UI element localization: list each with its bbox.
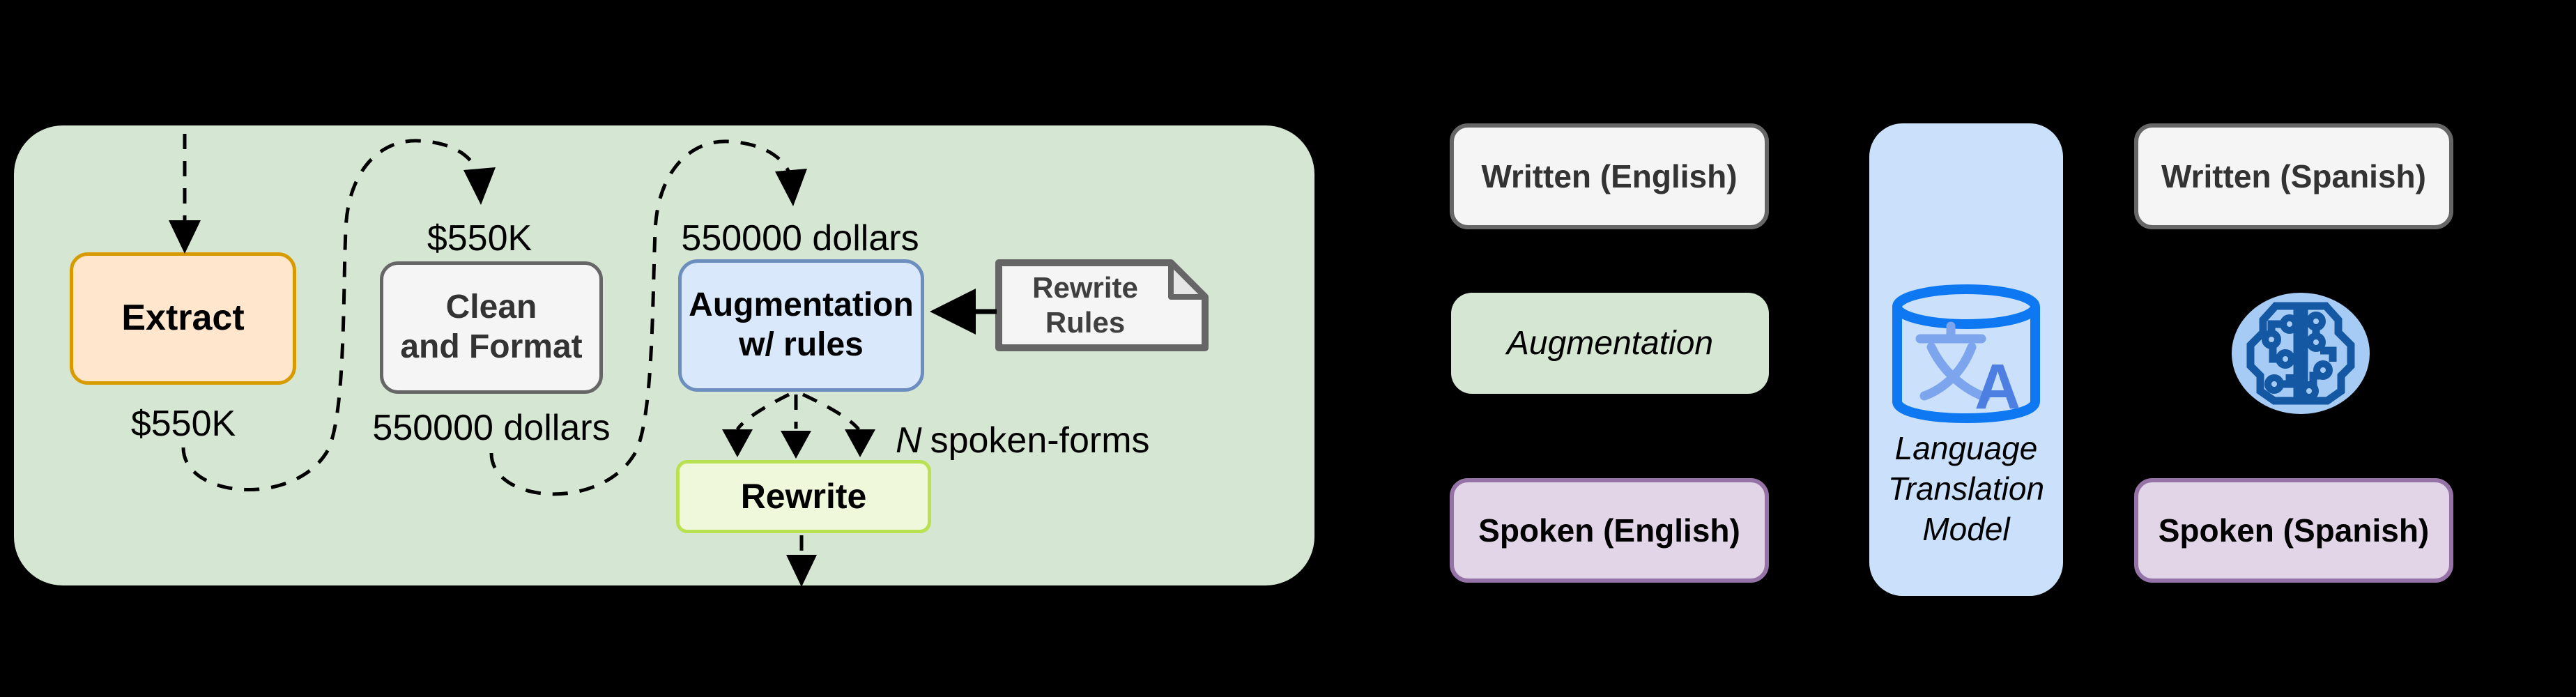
label-clean-input: $550K: [427, 218, 532, 259]
brain-node-8: [2299, 381, 2319, 401]
translation-cylinder-icon: A: [1892, 284, 2040, 423]
box-written-spanish-label: Written (Spanish): [2161, 158, 2426, 194]
label-clean-output: 550000 dollars: [372, 408, 611, 448]
rewrite-rules-doc-shape: [995, 259, 1209, 351]
glyph-wen-right-stroke: [1926, 342, 1991, 402]
box-augmentation-step: Augmentation: [1451, 293, 1769, 394]
brain-node-6: [2306, 332, 2326, 352]
cylinder-top: [1892, 284, 2040, 329]
node-rewrite: Rewrite: [676, 460, 931, 533]
rewrite-rules-label-line1: Rewrite: [1032, 271, 1138, 305]
rewrite-rules-label-line2: Rules: [1045, 306, 1126, 339]
doc-folded-corner: [1168, 260, 1208, 300]
box-augmentation-step-label: Augmentation: [1506, 325, 1714, 362]
language-translation-model-label: Language Translation Model: [1869, 429, 2063, 550]
brain-trace-5: [2320, 346, 2337, 362]
brain-node-7: [2313, 360, 2333, 380]
circuit-brain-icon: [2232, 293, 2370, 414]
label-extract-output: $550K: [130, 404, 236, 444]
brain-node-1: [2280, 314, 2299, 334]
node-augrules-label-line1: Augmentation: [689, 286, 914, 324]
ltm-label-line2: Translation: [1887, 470, 2045, 507]
cylinder-body: [1892, 307, 2040, 423]
ltm-label-line1: Language: [1894, 430, 2038, 466]
node-extract-label: Extract: [121, 298, 245, 339]
box-spoken-spanish-label: Spoken (Spanish): [2158, 512, 2430, 549]
brain-node-2: [2262, 330, 2281, 349]
box-spoken-spanish: Spoken (Spanish): [2134, 478, 2453, 583]
box-written-english-label: Written (English): [1481, 158, 1738, 194]
brain-right-lobe: [2300, 302, 2355, 405]
glyph-latin-a: A: [1975, 351, 2021, 422]
brain-node-3: [2276, 349, 2295, 369]
doc-outline: [995, 259, 1209, 351]
node-clean-and-format: Clean and Format: [380, 261, 603, 394]
brain-left-lobe: [2246, 302, 2301, 405]
box-spoken-english-label: Spoken (English): [1478, 512, 1740, 549]
brain-node-4: [2264, 374, 2284, 394]
box-spoken-english: Spoken (English): [1450, 478, 1769, 583]
ltm-label-line3: Model: [1922, 510, 2010, 547]
node-clean-label-line1: Clean: [445, 289, 537, 326]
label-spoken-forms-text: spoken-forms: [930, 420, 1150, 461]
node-clean-label-line2: and Format: [400, 328, 583, 365]
label-augmentation-input: 550000 dollars: [681, 218, 919, 259]
node-extract: Extract: [70, 252, 296, 385]
box-written-english: Written (English): [1450, 123, 1769, 229]
node-rewrite-rules: Rewrite Rules: [995, 265, 1175, 346]
node-augmentation-w-rules: Augmentation w/ rules: [678, 259, 924, 392]
box-written-spanish: Written (Spanish): [2134, 123, 2453, 229]
label-n-italic: N: [896, 420, 922, 461]
glyph-wen-left-stroke: [1919, 342, 1977, 401]
brain-node-5: [2306, 312, 2326, 331]
node-augrules-label-line2: w/ rules: [739, 326, 864, 363]
node-rewrite-label: Rewrite: [740, 477, 867, 516]
